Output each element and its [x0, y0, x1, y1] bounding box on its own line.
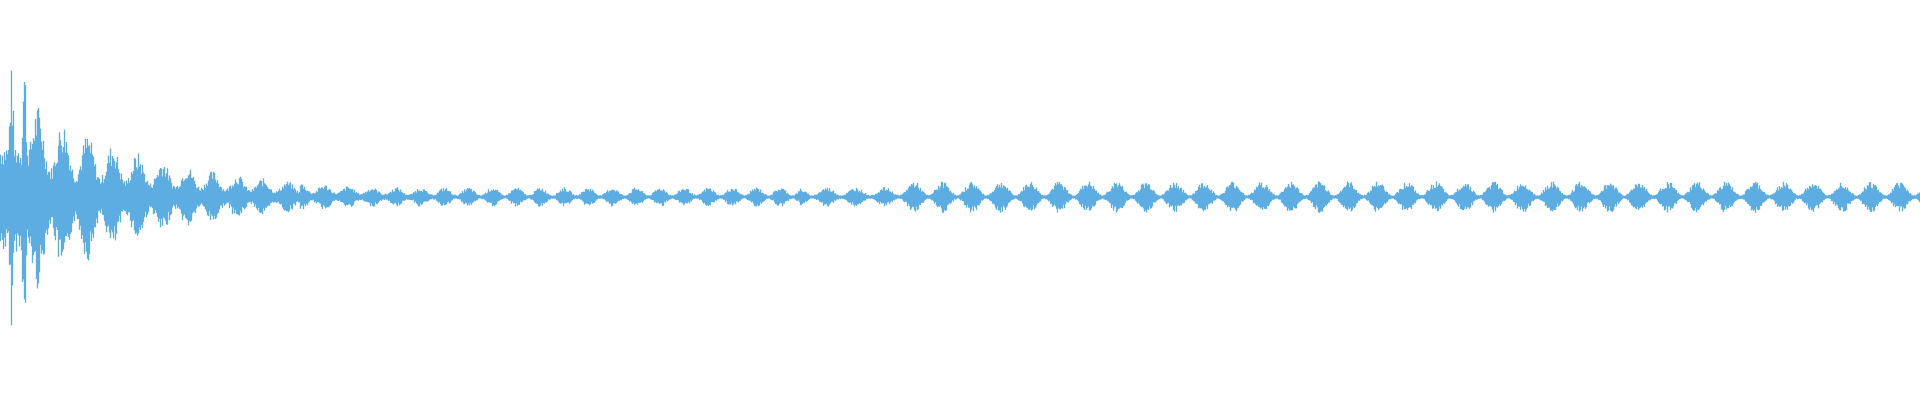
- waveform-path: [0, 70, 1920, 326]
